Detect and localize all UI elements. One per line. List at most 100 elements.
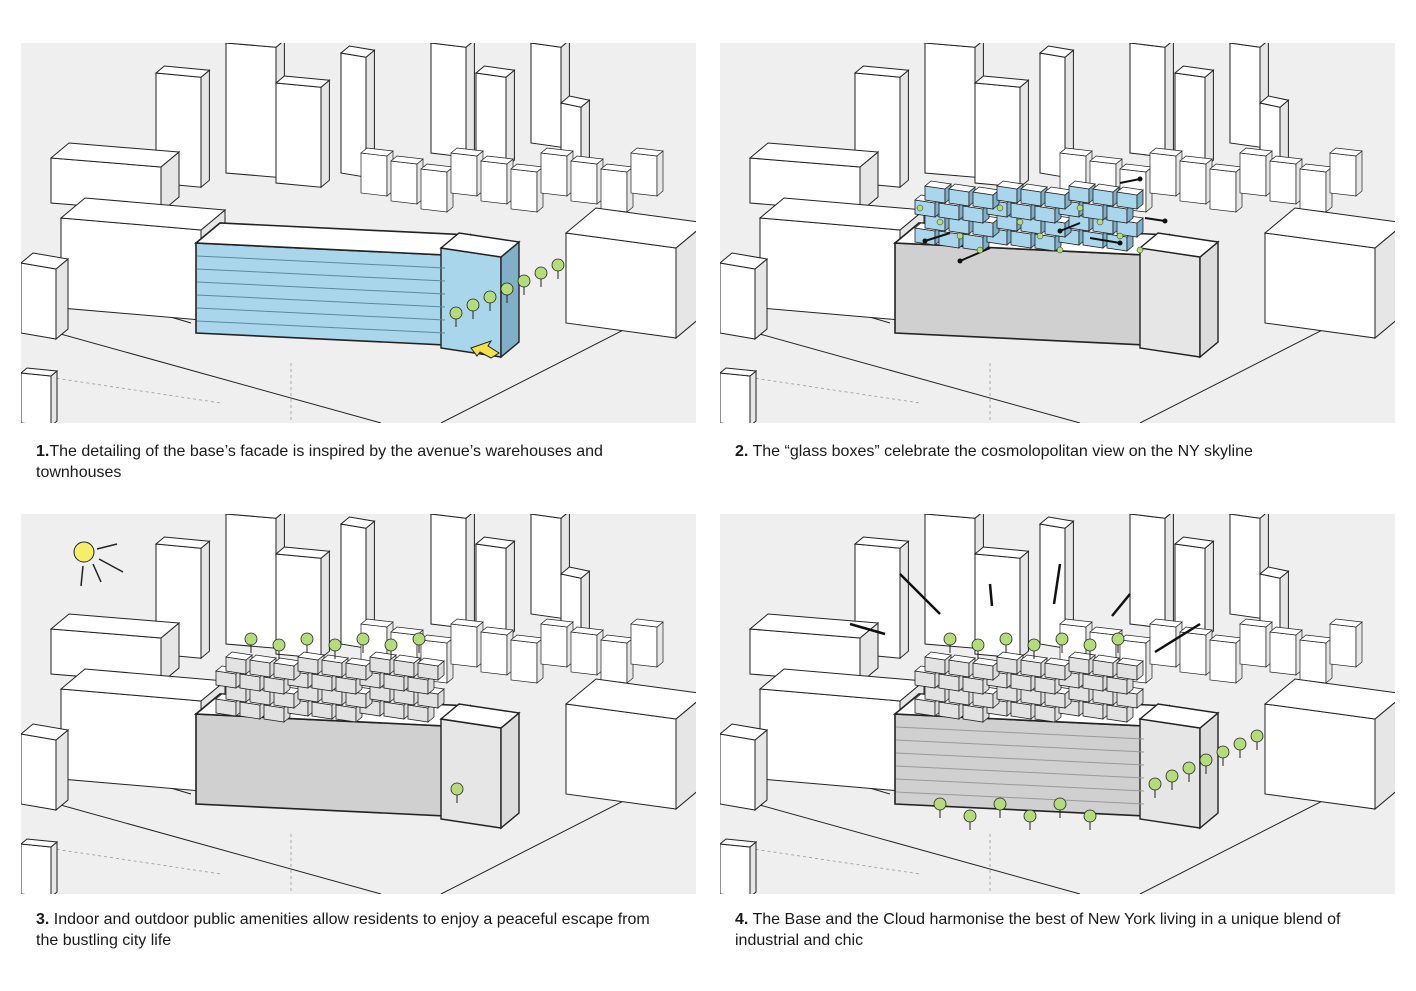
tree-icon xyxy=(384,638,398,652)
sun-icon xyxy=(73,541,95,563)
cloud-box-top xyxy=(996,651,1024,661)
tower-5-top xyxy=(1173,536,1215,549)
tower-wing-front xyxy=(440,718,502,829)
block-3-top xyxy=(450,618,484,628)
caption-2: 2. The “glass boxes” celebrate the cosmo… xyxy=(735,441,1375,462)
midrise-left-top xyxy=(748,613,880,639)
building-foreground-side xyxy=(749,840,757,894)
facade-stripe xyxy=(196,255,446,269)
tower-wing-side xyxy=(500,240,520,359)
cloud-box-top xyxy=(1116,186,1144,196)
tower-wing-top xyxy=(1138,703,1220,729)
massing-sketch-1 xyxy=(21,43,696,423)
block-9-top xyxy=(630,618,664,628)
tower-4-front xyxy=(430,514,467,629)
facade-stripe xyxy=(895,791,1145,805)
street-edge xyxy=(720,242,1395,423)
tower-0-top xyxy=(853,536,910,549)
tower-wing-top xyxy=(439,703,521,729)
tower-5-side xyxy=(1204,69,1214,169)
tree-icon xyxy=(244,632,258,646)
block-0-top xyxy=(360,618,394,628)
tower-2-front xyxy=(974,82,1021,188)
facade-stripe xyxy=(895,739,1145,753)
warehouse-left-front xyxy=(759,217,901,321)
tower-1-top xyxy=(224,514,282,519)
building-corner-side xyxy=(55,257,69,341)
building-right-front xyxy=(565,232,677,339)
terrace-plant xyxy=(1096,218,1104,226)
tree-icon xyxy=(1111,632,1125,646)
tower-7-top xyxy=(559,95,591,108)
building-foreground-side xyxy=(50,369,58,423)
property-line xyxy=(720,834,991,894)
tower-5-top xyxy=(474,536,516,549)
tower-wing-top xyxy=(1138,232,1220,258)
facade-stripe xyxy=(196,294,446,308)
block-5-front xyxy=(1209,168,1237,213)
building-right-front xyxy=(1264,232,1376,339)
view-arrow-icon xyxy=(1119,178,1141,184)
caption-text: The Base and the Cloud harmonise the bes… xyxy=(735,911,1341,949)
cloud-box-top xyxy=(249,654,277,664)
terrace-plant xyxy=(956,232,964,240)
tower-2-side xyxy=(320,550,330,660)
tower-1-top xyxy=(224,43,282,48)
tree-icon xyxy=(300,632,314,646)
tree-icon xyxy=(1182,761,1196,775)
block-9-top xyxy=(1329,147,1363,157)
tower-2-side xyxy=(320,79,330,189)
tree-icon xyxy=(534,266,548,280)
cloud-box-top xyxy=(369,651,397,661)
midrise-left-top xyxy=(49,142,181,168)
tower-0-top xyxy=(154,65,211,78)
tower-6-top xyxy=(529,514,567,519)
tree-icon xyxy=(483,290,497,304)
building-foreground-front xyxy=(720,843,751,894)
tree-icon xyxy=(1250,729,1264,743)
cloud-box-top xyxy=(417,657,445,667)
block-6-top xyxy=(540,147,574,157)
diagram-panel-3 xyxy=(21,514,696,894)
building-foreground-top xyxy=(720,367,758,377)
block-8-front xyxy=(600,168,628,213)
terrace-plant xyxy=(1136,246,1144,254)
building-foreground-side xyxy=(50,840,58,894)
building-corner-top xyxy=(21,252,70,270)
building-right-side xyxy=(675,230,696,340)
block-5-front xyxy=(1209,639,1237,684)
terrace-plant xyxy=(996,204,1004,212)
view-arrow-icon xyxy=(1144,217,1166,222)
entrance-arrow-icon xyxy=(470,340,500,359)
block-7-top xyxy=(570,626,604,636)
tower-wing-side xyxy=(1199,240,1219,359)
block-5-front xyxy=(510,168,538,213)
block-4-front xyxy=(1179,160,1207,205)
building-corner-side xyxy=(754,257,768,341)
caption-text: Indoor and outdoor public amenities allo… xyxy=(36,911,650,949)
tower-2-front xyxy=(275,82,322,188)
block-9-front xyxy=(630,152,658,197)
building-foreground-top xyxy=(720,838,758,848)
tower-7-top xyxy=(1258,566,1290,579)
tower-4-side xyxy=(465,514,475,630)
tree-icon xyxy=(272,638,286,652)
caption-number: 3. xyxy=(36,911,50,928)
street-edge xyxy=(720,713,1395,894)
block-0-top xyxy=(360,147,394,157)
terrace-plant xyxy=(916,204,924,212)
block-6-front xyxy=(540,152,568,197)
block-9-side xyxy=(656,150,664,197)
facade-stripe xyxy=(895,765,1145,779)
property-line xyxy=(21,834,292,894)
facade-stripe xyxy=(196,281,446,295)
property-line xyxy=(21,363,292,423)
block-7-front xyxy=(570,160,598,205)
building-right-top xyxy=(564,678,696,720)
tower-4-side xyxy=(1164,43,1174,159)
terrace-plant xyxy=(976,246,984,254)
tower-4-top xyxy=(429,43,472,48)
tree-icon xyxy=(500,282,514,296)
base-building-front xyxy=(195,713,447,817)
tree-icon xyxy=(1233,737,1247,751)
